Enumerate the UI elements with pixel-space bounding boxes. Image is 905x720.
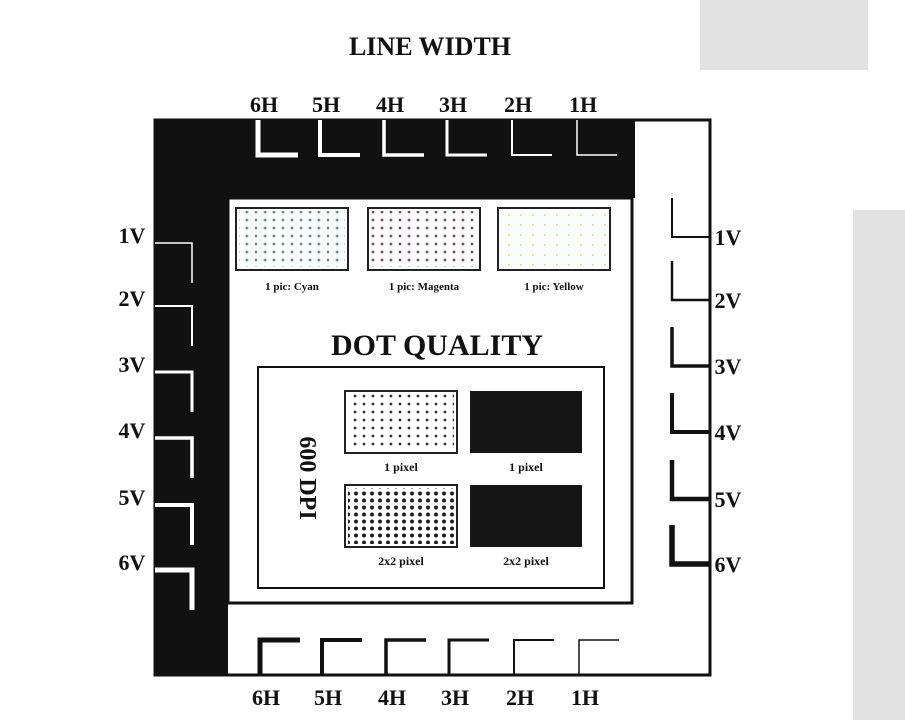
top-label-3h: 3H xyxy=(439,92,467,117)
bottom-label-1h: 1H xyxy=(571,685,599,710)
left-label-4v: 4V xyxy=(119,418,146,443)
top-tick-6h xyxy=(255,120,298,158)
right-tick-6v xyxy=(669,525,710,567)
bottom-label-2h: 2H xyxy=(506,685,534,710)
top-tick-2h xyxy=(511,120,552,156)
sample-label: 2x2 pixel xyxy=(503,554,549,568)
dot-quality-title: DOT QUALITY xyxy=(331,329,543,362)
top-label-5h: 5H xyxy=(312,92,340,117)
dot-sample-dense-dots: 2x2 pixel xyxy=(344,484,458,568)
dot-sample-solid: 2x2 pixel xyxy=(470,485,582,568)
right-label-2v: 2V xyxy=(715,288,742,313)
sample-label: 1 pixel xyxy=(384,460,418,474)
swatch-label: 1 pic: Yellow xyxy=(524,281,584,293)
right-label-4v: 4V xyxy=(715,420,742,445)
color-swatch: 1 pic: Cyan xyxy=(235,207,349,293)
left-label-5v: 5V xyxy=(119,485,146,510)
right-tick-1v xyxy=(671,198,710,238)
scan-shadow-right xyxy=(853,210,905,720)
bottom-tick-2h xyxy=(513,639,554,675)
swatch-dots xyxy=(239,211,345,267)
left-tick-6v xyxy=(155,567,195,610)
top-label-1h: 1H xyxy=(569,92,597,117)
top-label-4h: 4H xyxy=(376,92,404,117)
top-tick-4h xyxy=(382,120,424,157)
left-label-2v: 2V xyxy=(119,286,146,311)
right-label-3v: 3V xyxy=(715,354,742,379)
bottom-label-4h: 4H xyxy=(378,685,406,710)
bottom-tick-4h xyxy=(384,638,426,675)
swatch-label: 1 pic: Cyan xyxy=(265,281,319,293)
top-tick-5h xyxy=(318,120,360,157)
bottom-label-3h: 3H xyxy=(441,685,469,710)
right-label-6v: 6V xyxy=(715,552,742,577)
sample-label: 1 pixel xyxy=(509,460,543,474)
sample-label: 2x2 pixel xyxy=(378,554,424,568)
top-tick-3h xyxy=(445,120,487,157)
swatch-label: 1 pic: Magenta xyxy=(389,281,460,293)
right-label-1v: 1V xyxy=(715,225,742,250)
left-label-6v: 6V xyxy=(119,550,146,575)
scan-shadow-top xyxy=(700,0,868,70)
right-label-5v: 5V xyxy=(715,487,742,512)
bottom-label-6h: 6H xyxy=(252,685,280,710)
color-swatch: 1 pic: Yellow xyxy=(497,207,611,293)
right-tick-2v xyxy=(670,261,710,302)
dot-sample-dots: 1 pixel xyxy=(344,390,458,474)
bottom-tick-1h xyxy=(578,639,619,675)
left-label-1v: 1V xyxy=(119,223,146,248)
left-tick-3v xyxy=(155,370,194,412)
left-tick-2v xyxy=(155,305,193,346)
top-tick-1h xyxy=(576,120,617,156)
left-tick-1v xyxy=(155,242,193,283)
left-label-3v: 3V xyxy=(119,352,146,377)
right-tick-4v xyxy=(670,393,710,434)
bottom-label-5h: 5H xyxy=(314,685,342,710)
left-tick-5v xyxy=(155,503,194,545)
top-label-2h: 2H xyxy=(504,92,532,117)
right-tick-5v xyxy=(669,460,710,502)
color-swatch: 1 pic: Magenta xyxy=(367,207,481,293)
left-tick-4v xyxy=(155,436,194,478)
right-tick-3v xyxy=(670,327,710,368)
bottom-tick-3h xyxy=(447,638,489,675)
top-label-6h: 6H xyxy=(250,92,278,117)
title: LINE WIDTH xyxy=(349,32,511,61)
dot-sample-solid: 1 pixel xyxy=(470,391,582,474)
swatch-dots xyxy=(371,211,477,267)
bottom-tick-6h xyxy=(257,637,300,675)
bottom-tick-5h xyxy=(320,638,362,675)
swatch-dots xyxy=(501,211,607,267)
resolution-label: 600 DPI xyxy=(294,436,320,519)
